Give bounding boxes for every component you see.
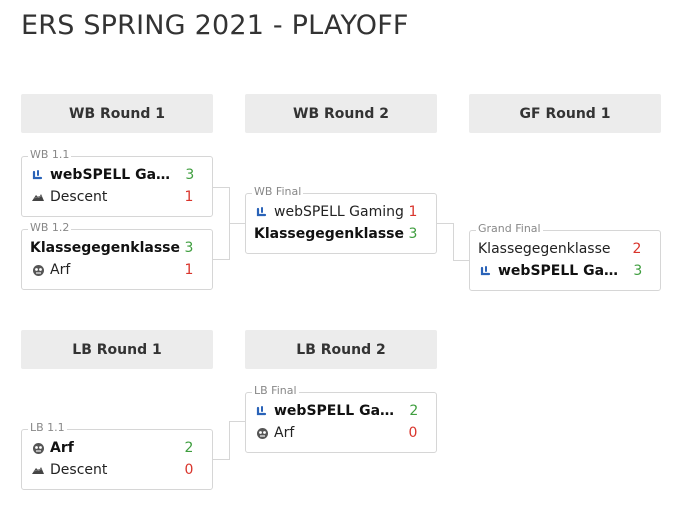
webspell-logo-icon	[255, 205, 269, 219]
webspell-logo-icon	[255, 404, 269, 418]
team-name: Klassegegenklasse	[478, 241, 611, 257]
team-name: Descent	[50, 462, 108, 478]
match-label: WB 1.2	[28, 221, 72, 235]
team-score: 3	[408, 226, 418, 242]
match-label: Grand Final	[476, 222, 543, 236]
arf-logo-icon	[255, 426, 269, 440]
team-name: Arf	[50, 262, 71, 278]
round-header-wb2: WB Round 2	[245, 94, 437, 133]
connector-wb1	[212, 187, 230, 260]
page-title: ERS SPRING 2021 - PLAYOFF	[21, 10, 409, 41]
team-score: 3	[184, 240, 194, 256]
team-row[interactable]: Klassegegenklasse 2	[470, 238, 660, 260]
arf-logo-icon	[31, 441, 45, 455]
team-score: 0	[408, 425, 418, 441]
team-name: webSPELL Gaming	[498, 263, 630, 279]
team-score: 2	[409, 403, 419, 419]
match-label: LB Final	[252, 384, 299, 398]
webspell-logo-icon	[479, 264, 493, 278]
round-header-wb1: WB Round 1	[21, 94, 213, 133]
team-score: 2	[632, 241, 642, 257]
team-row[interactable]: Arf 0	[246, 422, 436, 444]
team-row[interactable]: Arf 2	[22, 437, 212, 459]
team-row[interactable]: Arf 1	[22, 259, 212, 281]
round-header-gf1: GF Round 1	[469, 94, 661, 133]
connector-wb2	[436, 223, 469, 261]
arf-logo-icon	[31, 263, 45, 277]
team-score: 1	[184, 262, 194, 278]
round-header-lb1: LB Round 1	[21, 330, 213, 369]
team-score: 3	[633, 263, 643, 279]
team-name: Arf	[274, 425, 295, 441]
team-score: 2	[184, 440, 194, 456]
team-name: Klassegegenklasse	[254, 226, 404, 242]
match-label: LB 1.1	[28, 421, 67, 435]
team-name: webSPELL Gaming	[274, 204, 404, 220]
match-label: WB 1.1	[28, 148, 72, 162]
team-score: 1	[408, 204, 418, 220]
match-label: WB Final	[252, 185, 304, 199]
round-header-lb2: LB Round 2	[245, 330, 437, 369]
team-name: webSPELL Gaming	[50, 167, 182, 183]
team-name: Arf	[50, 440, 74, 456]
team-score: 0	[184, 462, 194, 478]
webspell-logo-icon	[31, 168, 45, 182]
team-score: 1	[184, 189, 194, 205]
team-name: webSPELL Gaming	[274, 403, 406, 419]
team-name: Klassegegenklasse	[30, 240, 180, 256]
team-name: Descent	[50, 189, 108, 205]
connector-lb1	[212, 421, 245, 460]
team-row[interactable]: Descent 0	[22, 459, 212, 481]
team-score: 3	[185, 167, 195, 183]
descent-logo-icon	[31, 463, 45, 477]
team-row[interactable]: Descent 1	[22, 186, 212, 208]
descent-logo-icon	[31, 190, 45, 204]
